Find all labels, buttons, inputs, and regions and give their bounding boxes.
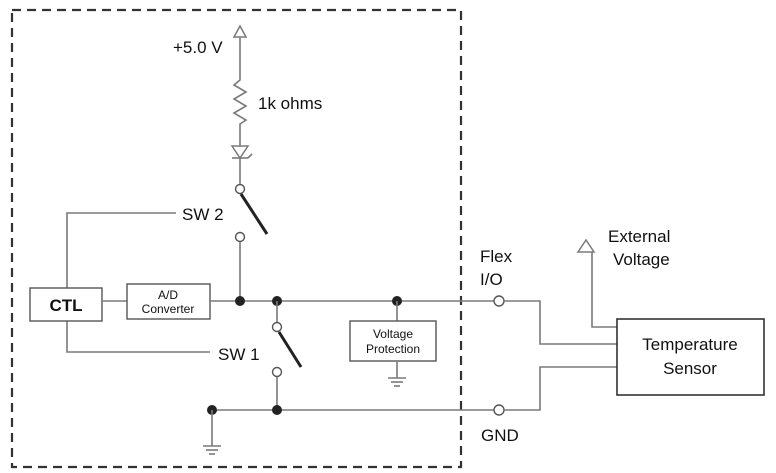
flex-io-terminal (493, 295, 505, 307)
resistor-label: 1k ohms (258, 94, 322, 113)
sw2-label: SW 2 (182, 205, 224, 224)
sw1-control-wire (66, 321, 210, 353)
sw2-top-contact (234, 183, 246, 195)
adc-label-line2: Converter (142, 302, 195, 316)
sw2-bottom-contact (234, 231, 246, 243)
diode-icon (230, 145, 250, 160)
gnd-label: GND (481, 426, 519, 445)
vprot-label-line2: Protection (366, 342, 420, 356)
voltage-protection-box (349, 320, 437, 362)
external-voltage-wire (591, 252, 617, 328)
adc-box (126, 283, 211, 320)
resistor-icon (232, 74, 248, 140)
temperature-sensor-box (616, 318, 765, 396)
gnd-terminal (493, 404, 505, 416)
junction-dot (235, 296, 245, 306)
junction-dot (272, 405, 282, 415)
sensor-label-line1: Temperature (642, 335, 737, 354)
external-voltage-line2: Voltage (613, 250, 670, 269)
vprot-label-line1: Voltage (373, 327, 413, 341)
gnd-to-sensor-wire (504, 366, 617, 411)
external-voltage-line1: External (608, 227, 670, 246)
sw1-label: SW 1 (218, 345, 260, 364)
external-voltage-arrow-icon (576, 238, 596, 253)
flex-to-sensor-wire (504, 300, 617, 345)
sw1-top-contact (271, 321, 283, 333)
flex-label-line2: I/O (480, 270, 503, 289)
sw2-lever (239, 193, 269, 235)
sensor-label-line2: Sensor (663, 359, 717, 378)
ctl-label: CTL (49, 296, 82, 315)
device-boundary (10, 8, 463, 469)
adc-label-line1: A/D (158, 288, 178, 302)
supply-arrow-icon (232, 24, 248, 38)
diode-bar-tail (247, 153, 253, 159)
sw2-control-wire (66, 212, 176, 288)
flex-label-line1: Flex (480, 247, 513, 266)
supply-label: +5.0 V (173, 38, 223, 57)
ctl-box (29, 287, 103, 322)
sw1-bottom-contact (271, 366, 283, 378)
sw1-lever (277, 331, 303, 368)
